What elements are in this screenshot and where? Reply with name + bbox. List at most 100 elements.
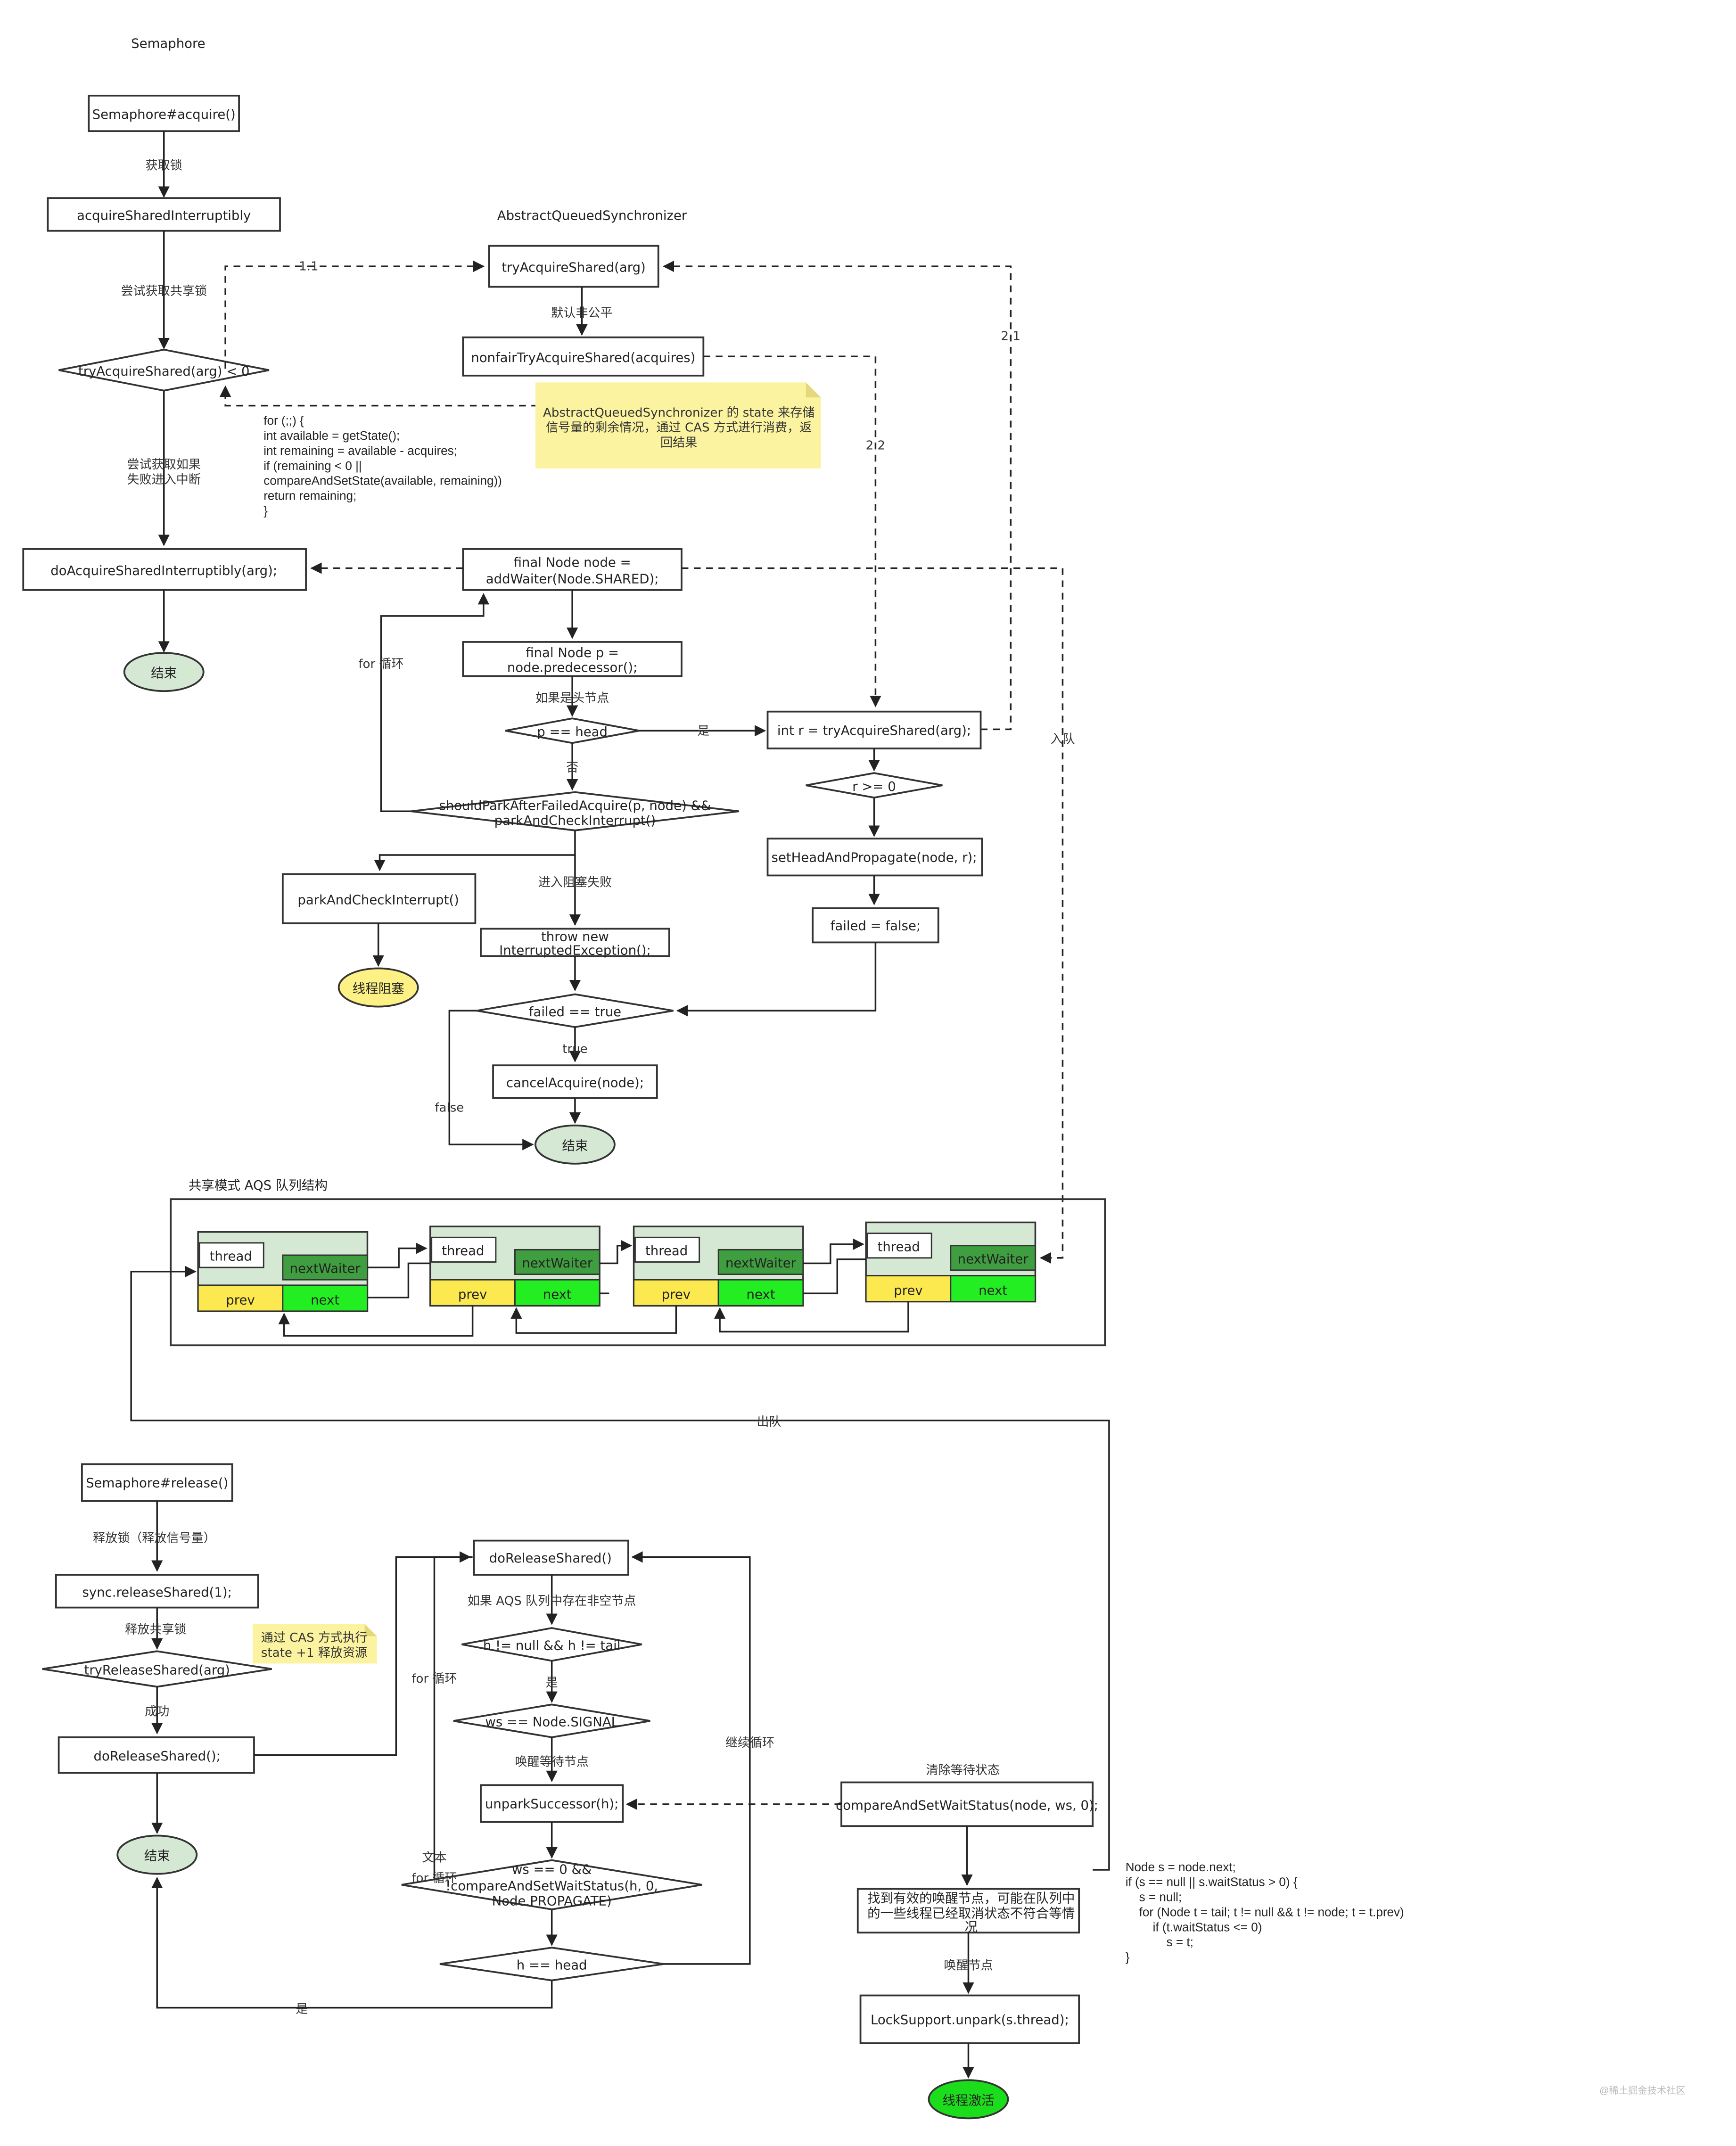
edge-label-ifhead: 如果是头节点 <box>535 691 609 705</box>
try-release-label: tryReleaseShared(arg) <box>84 1663 230 1678</box>
blocked-terminal <box>337 967 419 1008</box>
unpark-code-line: } <box>1126 1950 1130 1964</box>
aqs-note-line: 信号量的剩余情况，通过 CAS 方式进行消费，返 <box>546 421 812 435</box>
ws0-diamond <box>401 1859 702 1910</box>
add-waiter-node <box>462 548 683 591</box>
edge-failedfalse-check <box>676 942 877 1017</box>
unpark-label: unparkSuccessor(h); <box>485 1797 619 1812</box>
do-release-call-label: doReleaseShared(); <box>94 1749 221 1764</box>
release-shared-node <box>55 1574 259 1609</box>
queue-next: next <box>543 1287 572 1302</box>
aqs-note: AbstractQueuedSynchronizer 的 state 来存储 信… <box>535 382 821 469</box>
edge-park-check <box>374 830 576 872</box>
edge-label-ifaqs: 如果 AQS 队列中存在非空节点 <box>468 1594 636 1608</box>
queue-links <box>278 1238 909 1337</box>
aqs-note-line: AbstractQueuedSynchronizer 的 state 来存储 <box>543 406 815 420</box>
edge-label-yes: 是 <box>697 724 709 738</box>
edge-dequeue <box>130 1266 1110 1871</box>
edge-for-loop2 <box>433 1556 473 1880</box>
throw-label2: InterruptedException(); <box>499 943 651 958</box>
acquire-shared-node <box>47 197 281 232</box>
edge-label-forloop3: for 循环 <box>411 1871 457 1885</box>
nonfair-code-block: for (;;) { int available = getState(); i… <box>263 413 502 518</box>
edge-hhead-yes <box>151 1876 553 2009</box>
edge-2-1 <box>662 260 1012 731</box>
queue-prev: prev <box>662 1287 691 1302</box>
edge-label-releaselock: 释放锁（释放信号量） <box>93 1531 216 1546</box>
queue-thread: thread <box>645 1243 688 1258</box>
cancel-node <box>492 1064 658 1099</box>
cas-note-line: 通过 CAS 方式执行 <box>261 1631 368 1645</box>
acquire-label: Semaphore#acquire() <box>92 107 236 122</box>
queue-title: 共享模式 AQS 队列结构 <box>189 1178 328 1193</box>
end1-terminal <box>123 652 205 692</box>
queue-nextwaiter: nextWaiter <box>958 1251 1029 1266</box>
edge-label-blockfail: 进入阻塞失败 <box>538 876 612 890</box>
edge-failed-false <box>448 1010 534 1151</box>
failed-false-node <box>812 907 939 944</box>
nonfair-code-line: for (;;) { <box>263 413 304 428</box>
try-acquire-check-label: tryAcquireShared(arg) < 0 <box>78 364 250 379</box>
do-acquire-label: doAcquireSharedInterruptibly(arg); <box>50 563 277 578</box>
h-head-diamond <box>439 1947 664 1982</box>
unpark-code-line: s = t; <box>1126 1935 1193 1949</box>
set-head-label: setHeadAndPropagate(node, r); <box>772 850 977 865</box>
predecessor-node <box>462 641 683 677</box>
queue-nextwaiter: nextWaiter <box>725 1256 797 1271</box>
queue-prev: prev <box>226 1292 255 1307</box>
edge-label-dequeue: 出队 <box>757 1415 781 1429</box>
cancel-label: cancelAcquire(node); <box>506 1076 644 1091</box>
edge-label-false: false <box>435 1101 464 1115</box>
edge-label-enqueue: 入队 <box>1050 732 1075 746</box>
edge-return-remaining <box>219 385 588 407</box>
try-acquire-shared-label: tryAcquireShared(arg) <box>502 260 646 275</box>
h-not-null-label: h != null && h != tail <box>483 1638 621 1653</box>
unpark-code-line: if (t.waitStatus <= 0) <box>1126 1920 1262 1934</box>
edge-label-wakewait: 唤醒等待节点 <box>515 1755 588 1769</box>
queue-node-4: thread nextWaiter prev next <box>865 1221 1037 1303</box>
queue-next: next <box>747 1287 775 1302</box>
queue-prev: prev <box>894 1283 922 1298</box>
failed-label: failed == true <box>529 1004 621 1020</box>
edge-label-1-1: 1.1 <box>299 260 318 274</box>
queue-node-3: thread nextWaiter prev next <box>633 1225 804 1307</box>
find-label3: 况 <box>964 1919 978 1934</box>
do-acquire-node <box>22 548 307 591</box>
do-release-node <box>473 1539 629 1576</box>
try-acquire-shared-node <box>488 245 659 288</box>
release-node <box>81 1463 233 1502</box>
nonfair-label: nonfairTryAcquireShared(acquires) <box>471 350 695 365</box>
park-check-node <box>281 873 477 924</box>
title-semaphore: Semaphore <box>131 36 205 51</box>
throw-label1: throw new <box>541 929 609 945</box>
end1-label: 结束 <box>151 666 177 681</box>
ws0-label1: ws == 0 && <box>512 1862 592 1877</box>
edge-label-no: 否 <box>566 761 578 775</box>
cas-wait-label: compareAndSetWaitStatus(node, ws, 0); <box>836 1798 1098 1813</box>
cas-note-line: state +1 释放资源 <box>261 1646 367 1660</box>
edge-continue-loop <box>631 1551 751 1965</box>
end3-label: 结束 <box>144 1849 170 1864</box>
edge-for-loop <box>380 593 489 812</box>
end2-terminal <box>535 1124 616 1165</box>
queue-node-2: thread nextWaiter prev next <box>429 1225 601 1307</box>
add-waiter-label2: addWaiter(Node.SHARED); <box>486 571 659 586</box>
watermark: @稀土掘金技术社区 <box>1599 2085 1686 2096</box>
edge-label-tryget: 尝试获取共享锁 <box>121 284 207 298</box>
unpark-node <box>480 1784 624 1823</box>
nonfair-code-line: int remaining = available - acquires; <box>263 444 457 458</box>
release-label: Semaphore#release() <box>86 1476 228 1491</box>
int-r-node <box>766 710 982 749</box>
edge-label-text: 文本 <box>422 1851 446 1865</box>
queue-prev: prev <box>458 1287 487 1302</box>
edge-label-yes2: 是 <box>546 1676 558 1690</box>
title-aqs: AbstractQueuedSynchronizer <box>497 208 687 223</box>
nonfair-code-line: int available = getState(); <box>263 428 400 443</box>
edge-label-failint1: 尝试获取如果 <box>127 458 201 472</box>
edge-label-failint2: 失败进入中断 <box>127 473 201 487</box>
int-r-label: int r = tryAcquireShared(arg); <box>777 723 971 738</box>
edge-2-2 <box>703 355 881 707</box>
find-label2: 的一些线程已经取消状态不符合等情 <box>867 1906 1075 1921</box>
lock-support-label: LockSupport.unpark(s.thread); <box>871 2012 1069 2027</box>
